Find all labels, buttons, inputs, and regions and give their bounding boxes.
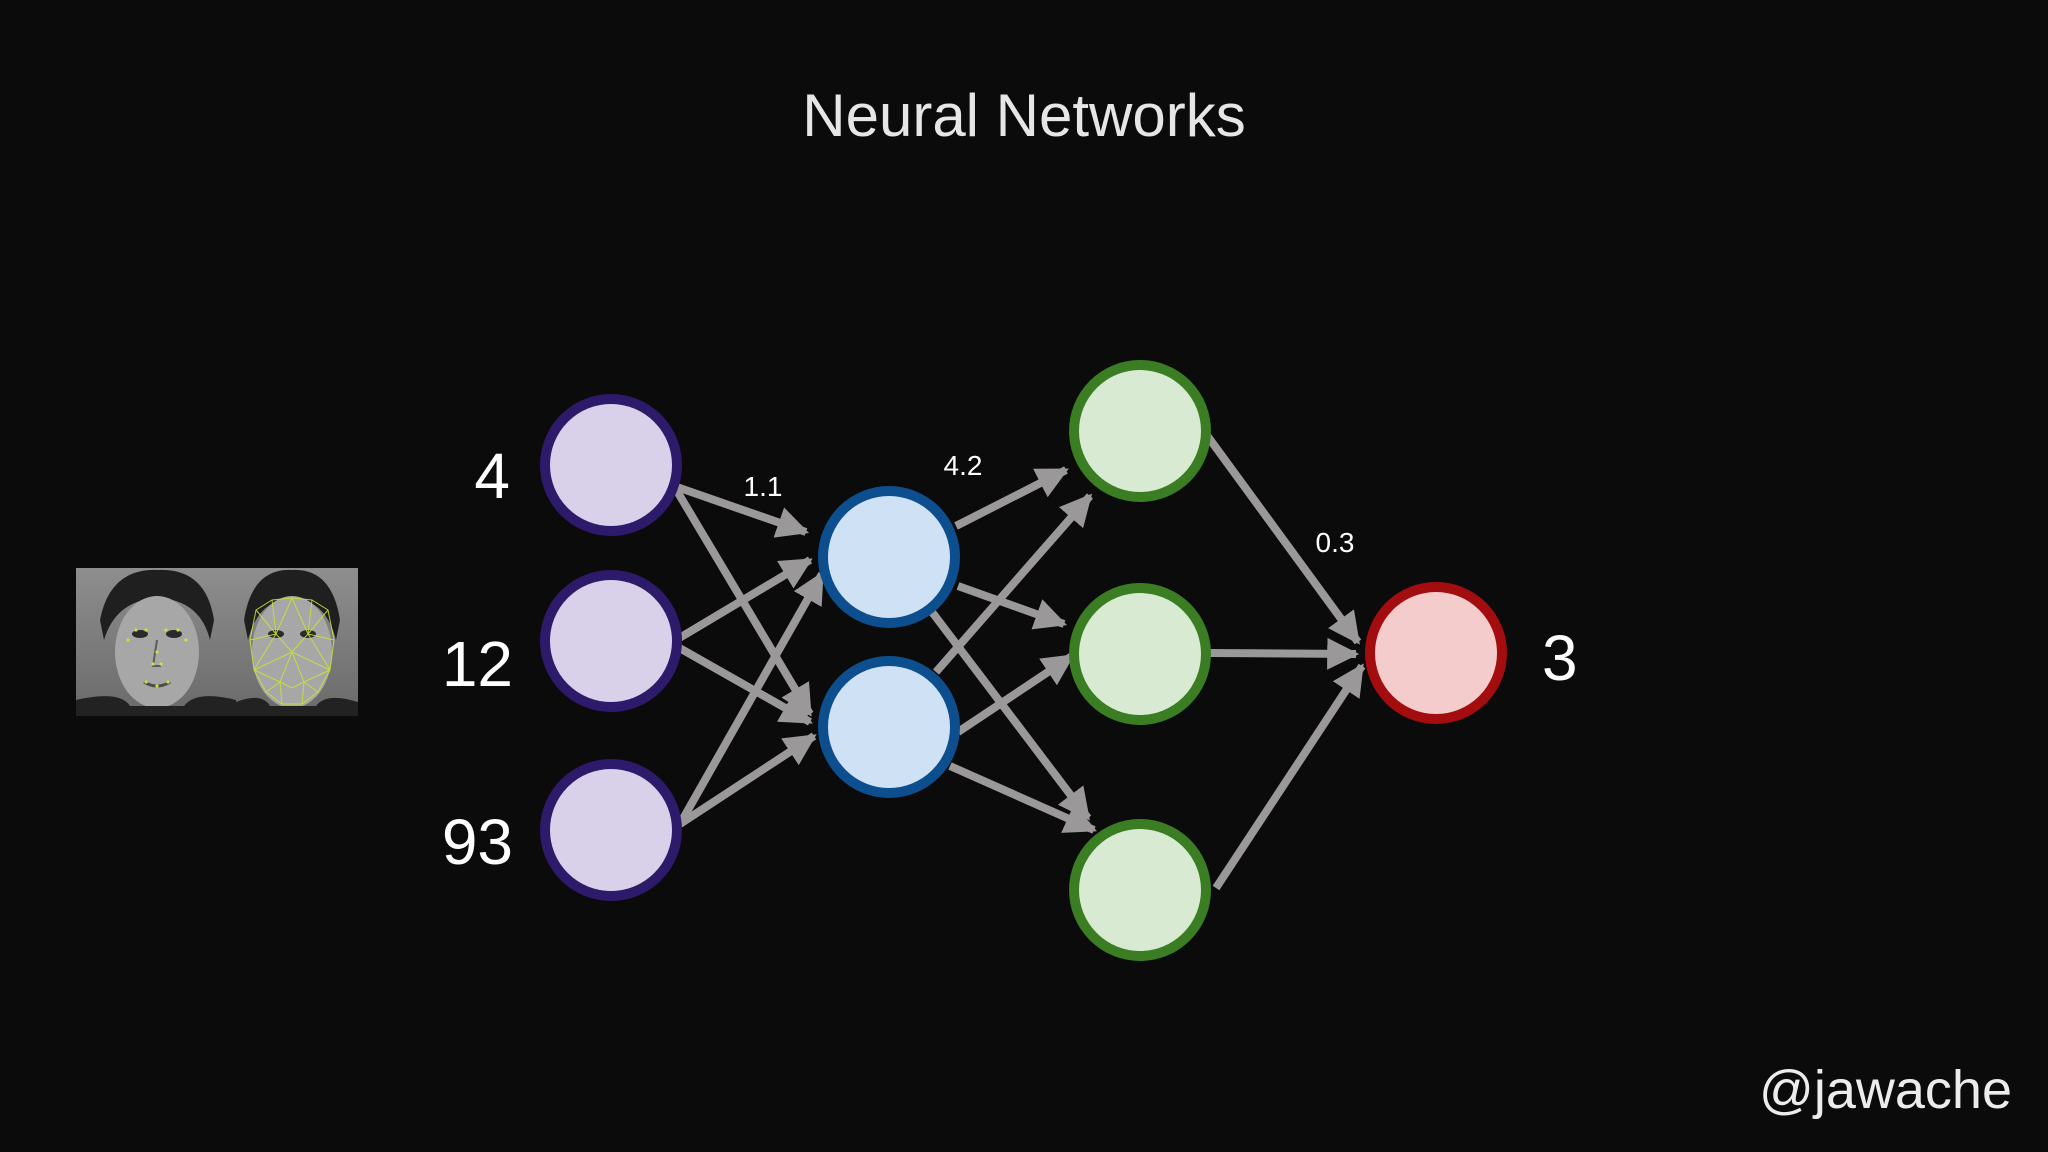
hidden1-node [818,656,960,798]
edge [948,762,1097,834]
edges-hidden1-to-hidden2 [928,466,1097,834]
edge [955,652,1075,736]
hidden-layer-1 [818,486,960,798]
face-photo [76,568,236,716]
face-landmark-mesh [236,568,358,716]
edge [676,571,826,826]
edge [673,556,813,644]
edge [677,732,817,828]
weight-label: 1.1 [744,471,783,502]
weight-label: 0.3 [1316,527,1355,558]
edges-hidden2-to-output [1202,431,1366,891]
input-node [540,394,682,536]
slide-title: Neural Networks [802,82,1245,149]
hidden2-node [1069,583,1211,725]
edge [1202,431,1362,645]
output-value: 3 [1542,622,1578,694]
edges-input-to-hidden1 [670,482,826,828]
input-node [540,570,682,712]
edge [954,466,1069,530]
input-node [540,759,682,901]
weight-label: 4.2 [944,450,983,481]
edge [674,642,813,726]
hidden-layer-2 [1069,360,1211,961]
author-handle: @jawache [1759,1060,2012,1120]
edge [956,582,1068,630]
edge [1209,637,1360,670]
output-node [1365,582,1507,724]
input-value: 12 [442,628,513,700]
input-value: 93 [442,806,513,878]
edge [932,493,1094,675]
hidden2-node [1069,819,1211,961]
edge [672,482,810,538]
input-value: 4 [474,440,510,512]
hidden1-node [818,486,960,628]
edge [1212,663,1366,891]
input-layer [540,394,682,901]
hidden2-node [1069,360,1211,502]
